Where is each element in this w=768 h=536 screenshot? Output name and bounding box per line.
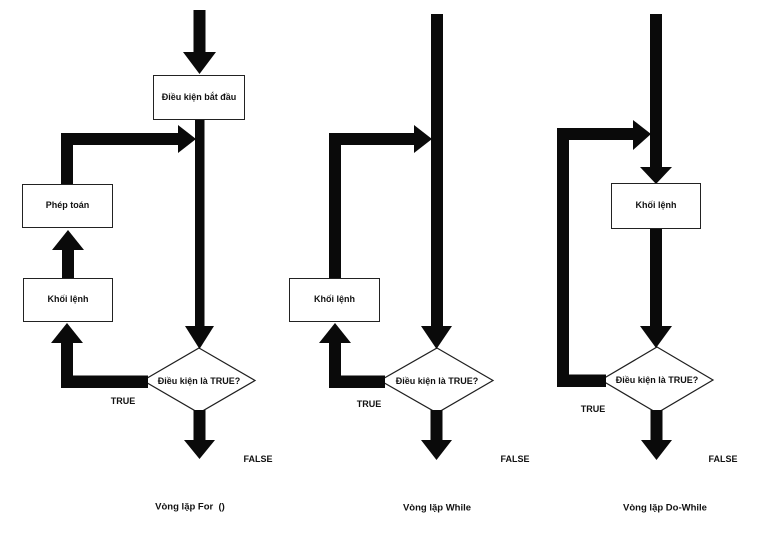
- while-false-arrow-shaft: [430, 410, 443, 441]
- do-while-entry-head: [640, 167, 672, 184]
- do-while-statement-block-box: Khối lệnh: [611, 183, 701, 229]
- for-decision-label: Điều kiện là TRUE?: [157, 376, 241, 386]
- do-while-mid-shaft: [650, 228, 662, 327]
- for-entry-arrow-head: [183, 52, 216, 74]
- while-loopback-head: [414, 125, 432, 153]
- while-false-arrow-head: [421, 440, 452, 460]
- do-while-loop-flow: [557, 14, 715, 460]
- for-operation-box: Phép toán: [22, 184, 113, 228]
- for-start-condition-box: Điều kiện bắt đầu: [153, 75, 245, 120]
- do-while-entry-shaft: [650, 14, 662, 169]
- while-main-arrow-head: [421, 326, 452, 349]
- while-true-branch-bar: [329, 375, 385, 388]
- while-loopback-bar: [329, 133, 416, 145]
- for-loopback-bar: [61, 133, 180, 145]
- do-while-true-branch-bar: [557, 374, 606, 387]
- while-loopback-vertical: [329, 133, 341, 279]
- for-block-to-op-head: [52, 230, 84, 250]
- do-while-false-arrow-head: [641, 440, 672, 460]
- do-while-mid-head: [640, 326, 672, 348]
- for-true-branch-vertical: [61, 342, 73, 388]
- for-loopback-vertical: [61, 133, 73, 185]
- do-while-false-arrow-shaft: [650, 410, 663, 441]
- for-loop-flow: [51, 10, 257, 459]
- do-while-decision-label: Điều kiện là TRUE?: [615, 375, 699, 385]
- for-true-arrow-head: [51, 323, 83, 343]
- for-true-branch-bar: [61, 375, 148, 388]
- for-true-label: TRUE: [110, 396, 136, 406]
- for-false-arrow-shaft: [193, 410, 206, 441]
- while-statement-block-box: Khối lệnh: [289, 278, 380, 322]
- do-while-loopback-vertical: [557, 128, 569, 387]
- for-false-label: FALSE: [243, 454, 273, 464]
- while-false-label: FALSE: [500, 454, 530, 464]
- do-while-loopback-head: [633, 120, 651, 150]
- for-block-to-op-shaft: [62, 249, 74, 279]
- while-true-branch-vertical: [329, 342, 341, 388]
- while-decision-label: Điều kiện là TRUE?: [395, 376, 479, 386]
- for-statement-block-box: Khối lệnh: [23, 278, 113, 322]
- for-entry-arrow-shaft: [193, 10, 206, 54]
- for-loopback-head: [178, 125, 196, 153]
- for-false-arrow-head: [184, 440, 215, 459]
- while-main-line: [431, 14, 443, 327]
- do-while-true-label: TRUE: [580, 404, 606, 414]
- do-while-loopback-bar: [557, 128, 635, 140]
- while-loop-flow: [319, 14, 495, 460]
- for-caption: Vòng lặp For (): [155, 501, 225, 513]
- for-main-arrow-head: [185, 326, 214, 349]
- while-caption: Vòng lặp While: [402, 502, 472, 514]
- do-while-false-label: FALSE: [708, 454, 738, 464]
- while-true-label: TRUE: [356, 399, 382, 409]
- for-main-line: [195, 118, 205, 328]
- do-while-caption: Vòng lặp Do-While: [623, 502, 707, 514]
- while-true-arrow-head: [319, 323, 351, 343]
